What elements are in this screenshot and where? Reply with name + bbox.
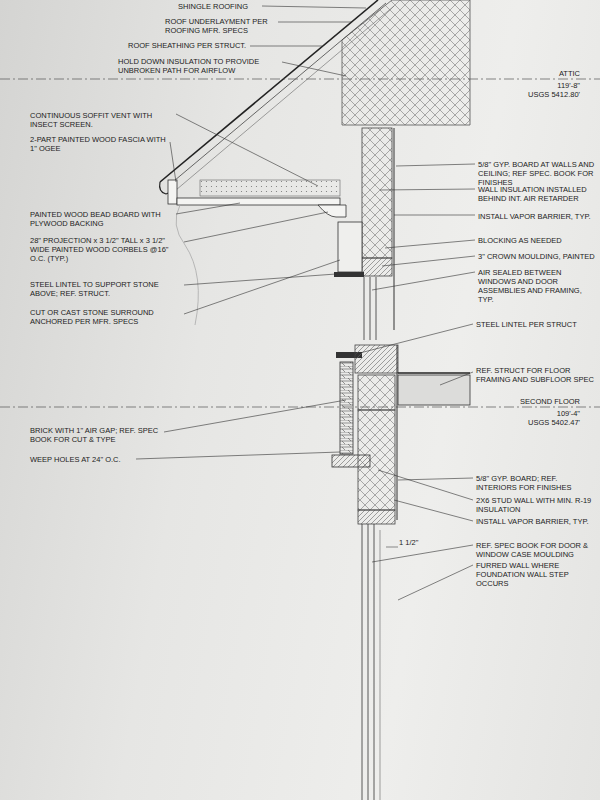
rim-insulation	[358, 375, 395, 410]
callout-note: STEEL LINTEL TO SUPPORT STONE ABOVE; REF…	[30, 280, 182, 298]
floor-joist	[398, 375, 470, 405]
soffit-vent	[200, 180, 340, 196]
level-marker: SECOND FLOOR	[520, 397, 580, 406]
level-line	[0, 407, 600, 408]
window-frame	[376, 277, 377, 340]
bead-board	[177, 198, 340, 205]
stone-surround	[338, 222, 362, 272]
leader-lines	[136, 6, 475, 600]
level-marker: USGS 5412.80'	[528, 90, 580, 99]
level-marker: 109'-4"	[557, 409, 580, 418]
callout-note: PAINTED WOOD BEAD BOARD WITH PLYWOOD BAC…	[30, 210, 175, 228]
callout-note: FURRED WALL WHERE FOUNDATION WALL STEP O…	[476, 561, 596, 588]
level-marker: ATTIC	[559, 69, 580, 78]
callout-note: CONTINUOUS SOFFIT VENT WITH INSECT SCREE…	[30, 111, 175, 129]
gyp-board	[394, 128, 395, 330]
window-frame	[380, 530, 381, 800]
callout-note: BLOCKING AS NEEDED	[478, 236, 596, 245]
callout-note: 3" CROWN MOULDING, PAINTED	[478, 252, 596, 261]
brick-veneer	[340, 362, 353, 454]
callout-note: 28" PROJECTION x 3 1/2" TALL x 3 1/2" WI…	[30, 236, 182, 263]
callout-note: STEEL LINTEL PER STRUCT	[476, 320, 596, 329]
callout-note: ROOF UNDERLAYMENT PER ROOFING MFR. SPECS	[165, 17, 277, 35]
level-line	[0, 79, 600, 80]
header	[355, 345, 398, 373]
callout-note: ROOF SHEATHING PER STRUCT.	[128, 41, 250, 50]
callout-note: REF. SPEC BOOK FOR DOOR & WINDOW CASE MO…	[476, 541, 596, 559]
callout-note: 5/8" GYP. BOARD; REF. INTERIORS FOR FINI…	[476, 474, 594, 492]
level-marker: USGS 5402.47'	[528, 418, 580, 427]
callout-note: BRICK WITH 1" AIR GAP; REF. SPEC BOOK FO…	[30, 426, 162, 444]
callout-note: INSTALL VAPOR BARRIER, TYP.	[478, 212, 596, 221]
steel-lintel	[334, 272, 364, 277]
callout-note: INSTALL VAPOR BARRIER, TYP.	[476, 517, 594, 526]
header	[362, 258, 392, 276]
fascia	[168, 180, 177, 204]
callout-note: 2X6 STUD WALL WITH MIN. R-19 INSULATION	[476, 496, 594, 514]
callout-note: AIR SEALED BETWEEN WINDOWS AND DOOR ASSE…	[478, 268, 596, 304]
gyp-board	[397, 345, 398, 520]
callout-note: REF. STRUCT FOR FLOOR FRAMING AND SUBFLO…	[476, 366, 596, 384]
sill	[332, 455, 370, 467]
callout-note: CUT OR CAST STONE SURROUND ANCHORED PER …	[30, 308, 182, 326]
callout-note: HOLD DOWN INSULATION TO PROVIDE UNBROKEN…	[118, 57, 280, 75]
callout-note: WALL INSULATION INSTALLED BEHIND INT. AI…	[478, 185, 596, 203]
window-frame	[364, 277, 365, 340]
header	[358, 510, 395, 524]
level-marker: 119'-8"	[557, 81, 580, 90]
window-frame	[370, 277, 371, 340]
stud-wall	[362, 128, 392, 258]
window-frame	[362, 524, 363, 800]
subfloor	[398, 372, 470, 373]
window-frame	[368, 524, 369, 800]
callout-note: WEEP HOLES AT 24" O.C.	[30, 455, 140, 464]
callout-note: 1 1/2"	[399, 538, 439, 547]
roof-insulation	[342, 0, 470, 125]
callout-note: 2-PART PAINTED WOOD FASCIA WITH 1" OGEE	[30, 135, 170, 153]
corbel	[318, 205, 346, 217]
window-frame	[374, 524, 375, 800]
callout-note: 5/8" GYP. BOARD AT WALLS AND CEILING; RE…	[478, 160, 596, 187]
callout-note: SHINGLE ROOFING	[178, 2, 268, 11]
dimension-line	[386, 547, 398, 548]
roof-line	[160, 0, 378, 182]
downspout	[176, 205, 198, 325]
